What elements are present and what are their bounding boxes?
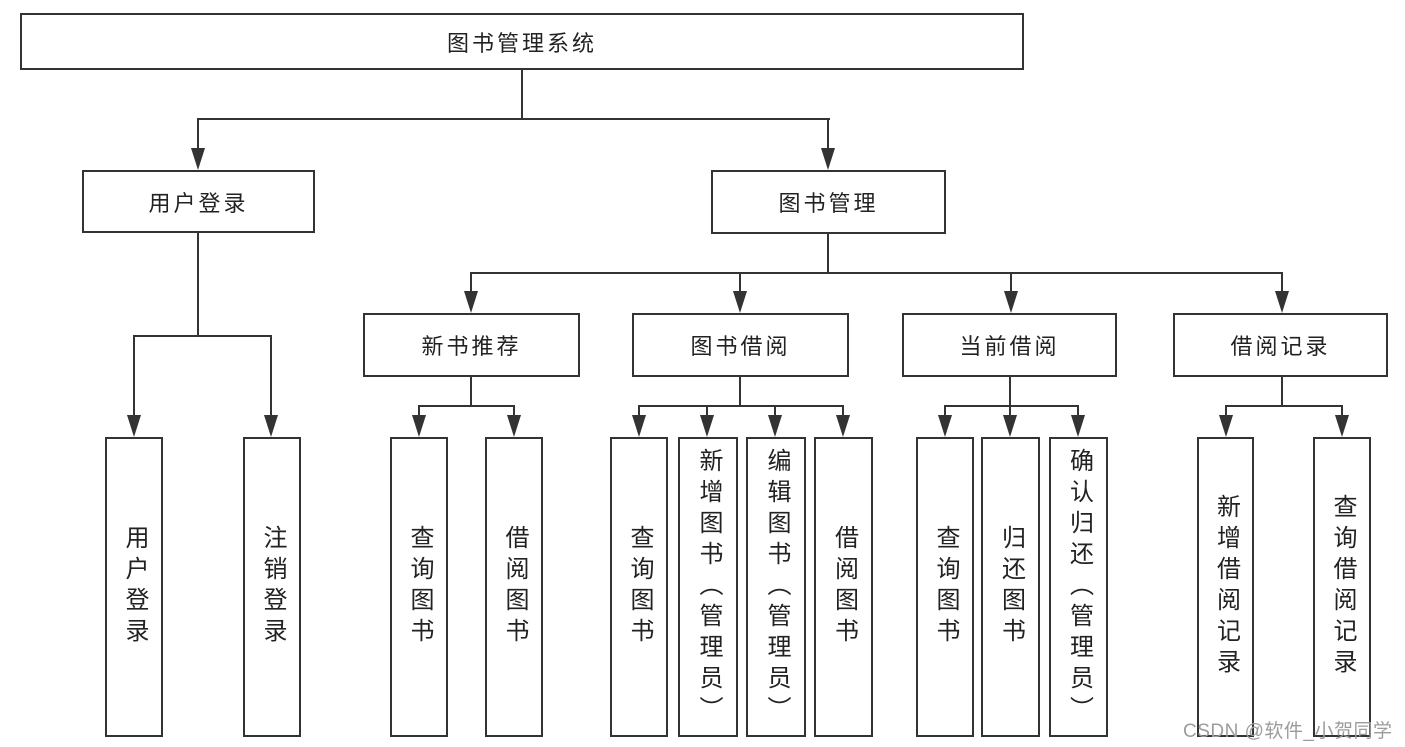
leaf-query-books-current-label: 查询图书 — [932, 525, 959, 649]
node-book-borrow-label: 图书借阅 — [690, 334, 791, 359]
arrowhead-icon — [507, 415, 521, 437]
connector-line — [706, 405, 708, 415]
node-root-label: 图书管理系统 — [446, 30, 597, 56]
node-current-borrow: 当前借阅 — [902, 313, 1117, 377]
arrowhead-icon — [412, 415, 426, 437]
arrowhead-icon — [264, 415, 278, 437]
connector-line — [133, 335, 135, 415]
leaf-add-book-admin-label: 新增图书（管理员） — [695, 447, 722, 727]
connector-line — [827, 234, 829, 272]
leaf-query-borrow-record-label: 查询借阅记录 — [1329, 494, 1356, 680]
node-current-borrow-label: 当前借阅 — [959, 334, 1060, 359]
arrowhead-icon — [464, 291, 478, 313]
node-user-login: 用户登录 — [82, 170, 315, 233]
leaf-return-book-label: 归还图书 — [997, 525, 1025, 649]
node-borrow-records-label: 借阅记录 — [1230, 334, 1331, 359]
leaf-borrow-books: 借阅图书 — [814, 437, 873, 737]
arrowhead-icon — [1003, 415, 1017, 437]
leaf-query-books-borrow: 查询图书 — [610, 437, 668, 737]
leaf-query-books-recommend-label: 查询图书 — [406, 525, 433, 649]
arrowhead-icon — [733, 291, 747, 313]
leaf-query-borrow-record: 查询借阅记录 — [1313, 437, 1371, 737]
node-borrow-records: 借阅记录 — [1173, 313, 1388, 377]
connector-line — [842, 405, 844, 415]
connector-line — [774, 405, 776, 415]
arrowhead-icon — [700, 415, 714, 437]
leaf-user-login: 用户登录 — [105, 437, 163, 737]
leaf-query-books-borrow-label: 查询图书 — [626, 525, 653, 649]
arrowhead-icon — [1219, 415, 1233, 437]
arrowhead-icon — [821, 148, 835, 170]
leaf-borrow-books-label: 借阅图书 — [830, 525, 858, 649]
leaf-query-books-recommend: 查询图书 — [390, 437, 448, 737]
node-root: 图书管理系统 — [20, 13, 1024, 70]
connector-line — [1281, 377, 1283, 405]
csdn-watermark: CSDN @软件_小贺同学 — [1183, 721, 1393, 742]
arrowhead-icon — [768, 415, 782, 437]
node-book-borrow: 图书借阅 — [632, 313, 849, 377]
connector-line — [1341, 405, 1343, 415]
connector-line — [1009, 377, 1011, 405]
leaf-user-login-label: 用户登录 — [121, 525, 148, 649]
connector-line — [1225, 405, 1227, 415]
connector-line — [418, 405, 515, 407]
leaf-edit-book-admin-label: 编辑图书（管理员） — [763, 447, 790, 727]
leaf-logout-label: 注销登录 — [259, 525, 286, 649]
connector-line — [638, 405, 640, 415]
leaf-add-book-admin: 新增图书（管理员） — [678, 437, 738, 737]
leaf-query-books-current: 查询图书 — [916, 437, 974, 737]
connector-line — [1010, 272, 1012, 291]
connector-line — [197, 118, 199, 148]
leaf-return-book: 归还图书 — [981, 437, 1040, 737]
leaf-logout: 注销登录 — [243, 437, 301, 737]
arrowhead-icon — [836, 415, 850, 437]
arrowhead-icon — [1071, 415, 1085, 437]
node-book-management-label: 图书管理 — [778, 191, 879, 216]
leaf-confirm-return-admin: 确认归还（管理员） — [1049, 437, 1108, 737]
connector-line — [1281, 272, 1283, 291]
leaf-confirm-return-admin-label: 确认归还（管理员） — [1065, 447, 1093, 727]
arrowhead-icon — [1004, 291, 1018, 313]
node-book-management: 图书管理 — [711, 170, 946, 234]
connector-line — [471, 272, 1283, 274]
connector-line — [197, 118, 830, 120]
arrowhead-icon — [1335, 415, 1349, 437]
connector-line — [944, 405, 1079, 407]
leaf-borrow-books-recommend: 借阅图书 — [485, 437, 543, 737]
connector-line — [521, 70, 523, 118]
node-new-book-recommend-label: 新书推荐 — [421, 334, 522, 359]
connector-line — [513, 405, 515, 415]
connector-line — [418, 405, 420, 415]
leaf-add-borrow-record-label: 新增借阅记录 — [1212, 494, 1240, 680]
connector-line — [1077, 405, 1079, 415]
arrowhead-icon — [938, 415, 952, 437]
connector-line — [739, 272, 741, 291]
connector-line — [470, 377, 472, 405]
arrowhead-icon — [632, 415, 646, 437]
arrowhead-icon — [127, 415, 141, 437]
connector-line — [133, 335, 272, 337]
connector-line — [197, 233, 199, 335]
connector-line — [739, 377, 741, 405]
arrowhead-icon — [191, 148, 205, 170]
arrowhead-icon — [1275, 291, 1289, 313]
node-new-book-recommend: 新书推荐 — [363, 313, 580, 377]
connector-line — [944, 405, 946, 415]
leaf-borrow-books-recommend-label: 借阅图书 — [501, 525, 528, 649]
connector-line — [1009, 405, 1011, 415]
connector-line — [470, 272, 472, 291]
connector-line — [1225, 405, 1343, 407]
connector-line — [270, 335, 272, 415]
connector-line — [827, 118, 829, 148]
node-user-login-label: 用户登录 — [148, 190, 249, 216]
connector-line — [638, 405, 844, 407]
leaf-add-borrow-record: 新增借阅记录 — [1197, 437, 1254, 737]
leaf-edit-book-admin: 编辑图书（管理员） — [746, 437, 806, 737]
